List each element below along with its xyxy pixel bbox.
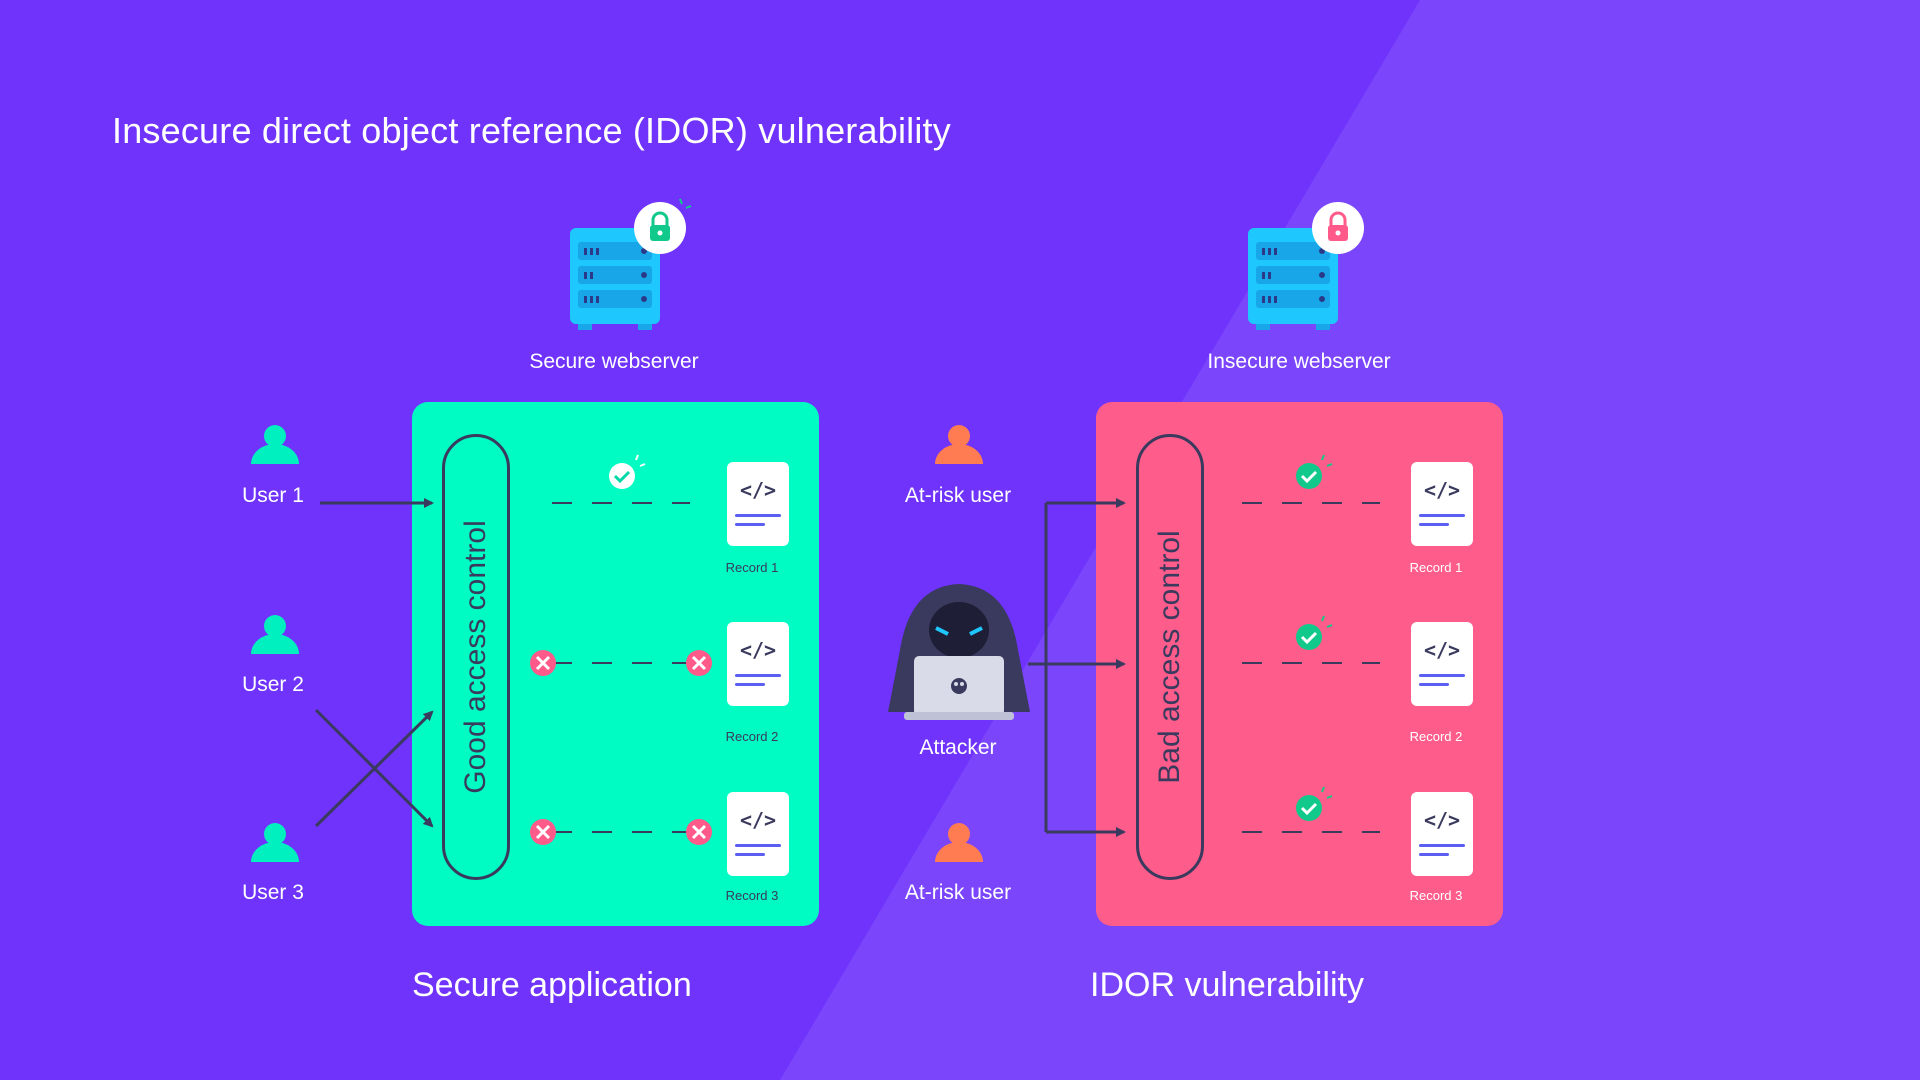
record-label: Record 1 — [725, 560, 779, 575]
access-control-pill: Good access control — [442, 434, 510, 880]
insecure-server-label: Insecure webserver — [1207, 350, 1391, 373]
user-label: User 2 — [242, 673, 304, 696]
secure-application-label: Secure application — [412, 966, 692, 1004]
secure-application-panel: Good access control </> Record 1 </> Rec… — [412, 402, 819, 926]
record-card: </> — [727, 462, 789, 546]
record-label: Record 3 — [725, 888, 779, 903]
code-icon: </> — [739, 808, 777, 832]
at-risk-user-label: At-risk user — [904, 881, 1012, 904]
at-risk-user-label: At-risk user — [904, 484, 1012, 507]
idor-vulnerability-label: IDOR vulnerability — [1090, 966, 1364, 1004]
code-icon: </> — [1423, 638, 1461, 662]
access-control-label: Bad access control — [1153, 530, 1186, 784]
record-label: Record 2 — [1409, 729, 1463, 744]
lock-icon — [634, 198, 692, 254]
idor-application-panel: Bad access control </> Record 1 </> Reco… — [1096, 402, 1503, 926]
access-control-pill: Bad access control — [1136, 434, 1204, 880]
record-card: </> — [727, 622, 789, 706]
record-card: </> — [1411, 622, 1473, 706]
record-label: Record 3 — [1409, 888, 1463, 903]
user-label: User 3 — [242, 881, 304, 904]
attacker-label: Attacker — [919, 736, 997, 759]
lock-icon — [1312, 202, 1364, 254]
secure-server-label: Secure webserver — [529, 350, 699, 373]
code-icon: </> — [739, 478, 777, 502]
code-icon: </> — [739, 638, 777, 662]
code-icon: </> — [1423, 478, 1461, 502]
code-icon: </> — [1423, 808, 1461, 832]
user-label: User 1 — [242, 484, 304, 507]
record-label: Record 1 — [1409, 560, 1463, 575]
server-icon — [570, 228, 660, 330]
record-card: </> — [1411, 462, 1473, 546]
record-label: Record 2 — [725, 729, 779, 744]
page-title: Insecure direct object reference (IDOR) … — [112, 110, 951, 151]
access-control-label: Good access control — [459, 520, 492, 794]
server-icon — [1248, 228, 1338, 330]
record-card: </> — [727, 792, 789, 876]
record-card: </> — [1411, 792, 1473, 876]
